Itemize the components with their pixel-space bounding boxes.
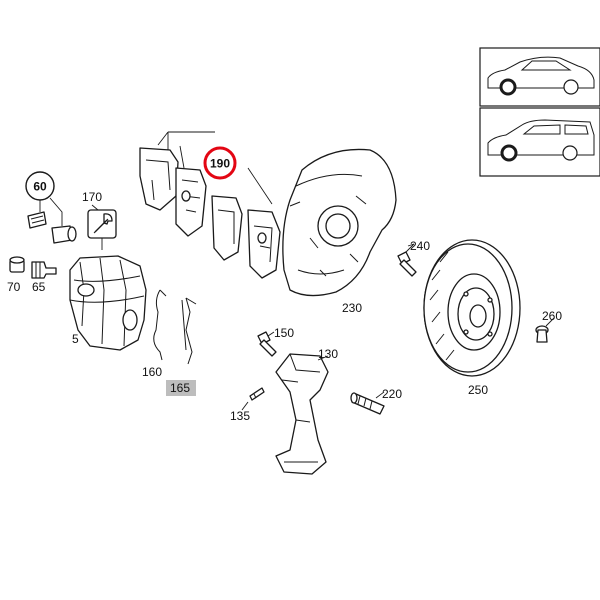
estate-icon bbox=[487, 119, 595, 162]
part-150-bolt[interactable]: 150 bbox=[257, 326, 294, 357]
part-5-caliper[interactable]: 5 bbox=[69, 255, 147, 351]
part-165-retainer[interactable]: 165 bbox=[166, 297, 197, 396]
vehicle-option-sedan[interactable] bbox=[479, 47, 600, 107]
label-130: 130 bbox=[318, 347, 338, 361]
part-130-carrier[interactable]: 130 bbox=[275, 347, 338, 475]
part-250-brake-disc[interactable]: 250 bbox=[423, 239, 521, 397]
part-220-guide-pin[interactable]: 220 bbox=[350, 387, 402, 415]
callout-190[interactable]: 190 bbox=[203, 146, 237, 180]
part-160-spring[interactable]: 160 bbox=[142, 289, 167, 379]
callout-190-circle bbox=[203, 146, 237, 180]
label-70: 70 bbox=[7, 280, 21, 294]
part-135-pin[interactable]: 135 bbox=[230, 387, 265, 423]
label-5: 5 bbox=[72, 332, 79, 346]
label-260: 260 bbox=[542, 309, 562, 323]
label-165: 165 bbox=[170, 381, 190, 395]
part-65-bleeder[interactable]: 65 bbox=[31, 261, 57, 294]
label-240: 240 bbox=[410, 239, 430, 253]
label-160: 160 bbox=[142, 365, 162, 379]
callout-60-label: 60 bbox=[33, 180, 47, 194]
label-65: 65 bbox=[32, 280, 46, 294]
part-70-cap[interactable]: 70 bbox=[7, 256, 25, 294]
part-260-screw[interactable]: 260 bbox=[535, 309, 562, 343]
vehicle-option-estate[interactable] bbox=[479, 107, 600, 177]
callout-190-label: 190 bbox=[210, 157, 230, 171]
label-220: 220 bbox=[382, 387, 402, 401]
label-230: 230 bbox=[342, 301, 362, 315]
label-170: 170 bbox=[82, 190, 102, 204]
label-150: 150 bbox=[274, 326, 294, 340]
vehicle-selector bbox=[479, 47, 600, 177]
part-bushing[interactable] bbox=[27, 211, 47, 229]
part-guide-sleeve[interactable] bbox=[51, 225, 77, 244]
part-190-brake-pads[interactable] bbox=[139, 131, 281, 279]
callout-170[interactable]: 170 bbox=[82, 190, 117, 250]
sedan-icon bbox=[487, 56, 595, 96]
label-165-highlight bbox=[166, 380, 196, 396]
callout-60[interactable]: 60 bbox=[25, 171, 55, 201]
label-135: 135 bbox=[230, 409, 250, 423]
label-250: 250 bbox=[468, 383, 488, 397]
torque-wrench-icon bbox=[87, 209, 117, 239]
part-230-dust-shield[interactable]: 230 bbox=[282, 148, 397, 315]
part-240-bolt[interactable]: 240 bbox=[397, 239, 430, 277]
